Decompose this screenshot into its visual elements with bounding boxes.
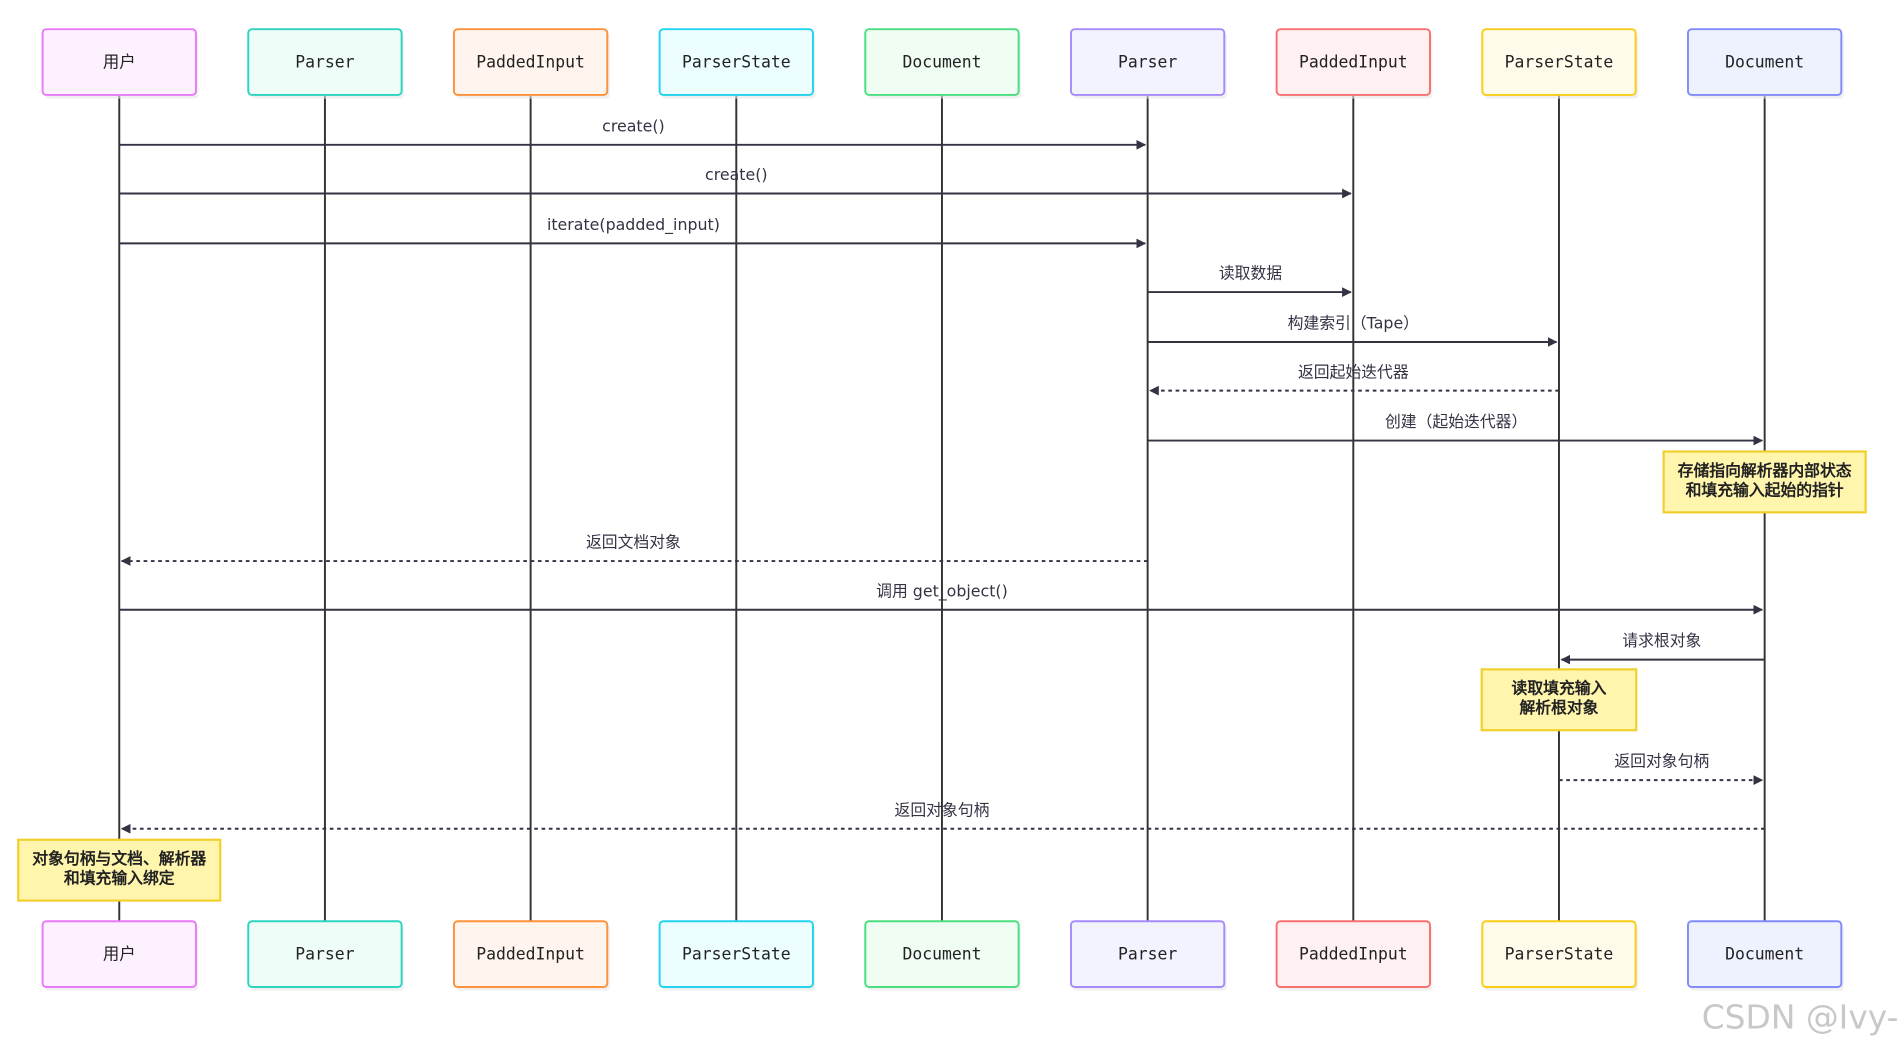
message-state2-to-doc2: 返回对象句柄 [1558,752,1764,785]
participant-label: ParserState [1505,53,1614,72]
participant-box [864,920,1020,988]
note-box [1662,450,1867,514]
note-line: 读取填充输入 [1512,679,1607,698]
participant-label: Parser [1118,53,1177,72]
participant-label: Document [902,53,981,72]
message-parser2-to-doc2: 创建（起始迭代器） [1147,412,1764,446]
participant-label: 用户 [103,53,136,72]
message-label: iterate(padded_input) [547,215,720,235]
participant-label: 用户 [103,945,136,964]
participant-box [41,28,197,96]
message-doc2-to-state2: 请求根对象 [1560,631,1765,665]
watermark-text: CSDN @Ivy- [1702,998,1899,1036]
message-parser2-to-user: 返回文档对象 [120,533,1148,566]
note-line: 和填充输入绑定 [64,869,175,888]
message-user-to-doc2: 调用 get_object() [119,581,1764,615]
message-label: create() [602,116,665,135]
participant-state-top: ParserState [658,28,816,99]
participant-box [247,28,403,96]
participant-box [452,920,609,988]
note-line: 和填充输入起始的指针 [1686,480,1844,499]
participant-label: ParserState [682,945,791,964]
participant-state2-top: ParserState [1481,28,1639,99]
participant-parser2-bottom: Parser [1069,920,1227,991]
participant-box [247,920,403,988]
message-label: 返回文档对象 [586,533,681,552]
note-line: 解析根对象 [1519,698,1598,717]
participant-label: Document [1725,945,1804,964]
message-label: 请求根对象 [1622,631,1701,650]
note-line: 存储指向解析器内部状态 [1678,461,1852,480]
participant-label: PaddedInput [1299,945,1408,964]
note-box [1480,668,1638,732]
note-box [17,838,222,902]
participant-state-bottom: ParserState [658,920,816,991]
participant-label: Document [902,945,981,964]
message-label: 返回对象句柄 [895,800,990,819]
participant-user-bottom: 用户 [41,920,199,991]
participant-doc2-bottom: Document [1687,920,1844,991]
participant-label: PaddedInput [476,945,585,964]
participant-box [1275,920,1431,988]
participant-state2-bottom: ParserState [1481,920,1639,991]
participant-box [1069,28,1226,96]
message-label: 返回起始迭代器 [1298,362,1409,381]
message-label: create() [705,165,768,184]
message-doc2-to-user: 返回对象句柄 [120,800,1765,834]
participant-label: Document [1725,53,1804,72]
participant-label: Parser [1118,945,1177,964]
participant-label: Parser [295,53,354,72]
message-label: 返回对象句柄 [1614,752,1709,771]
participant-box [1481,28,1637,96]
message-parser2-to-state2: 构建索引（Tape） [1147,314,1558,347]
participant-box [1275,28,1431,96]
participant-doc2-top: Document [1687,28,1844,99]
message-label: 读取数据 [1219,264,1282,283]
participant-label: PaddedInput [1299,53,1408,72]
message-user-to-parser2: create() [119,116,1147,150]
message-state2-to-parser2: 返回起始迭代器 [1149,362,1559,396]
participant-box [864,28,1020,96]
message-parser2-to-padded2: 读取数据 [1147,264,1352,297]
message-label: 构建索引（Tape） [1288,314,1419,333]
message-label: 创建（起始迭代器） [1385,412,1527,431]
participant-doc-bottom: Document [864,920,1022,991]
participant-box [1481,920,1637,988]
participant-user-top: 用户 [41,28,199,99]
participant-padded2-bottom: PaddedInput [1275,920,1433,991]
participant-padded-bottom: PaddedInput [452,920,610,991]
participant-box [1069,920,1226,988]
note-line: 对象句柄与文档、解析器 [32,849,206,868]
message-label: 调用 get_object() [876,581,1008,601]
participant-box [1687,28,1843,96]
participant-padded2-top: PaddedInput [1275,28,1433,99]
participant-padded-top: PaddedInput [452,28,610,99]
participant-parser-bottom: Parser [247,920,405,991]
participant-box [1687,920,1843,988]
participant-parser2-top: Parser [1069,28,1227,99]
participant-box [452,28,609,96]
participant-label: ParserState [682,53,791,72]
message-user-to-parser2: iterate(padded_input) [119,215,1147,249]
message-user-to-padded2: create() [119,165,1352,199]
participant-label: Parser [295,945,354,964]
participant-parser-top: Parser [247,28,405,99]
participant-doc-top: Document [864,28,1022,99]
participant-box [41,920,197,988]
participant-box [658,920,814,988]
participant-box [658,28,814,96]
participant-label: ParserState [1505,945,1614,964]
participant-label: PaddedInput [476,53,585,72]
